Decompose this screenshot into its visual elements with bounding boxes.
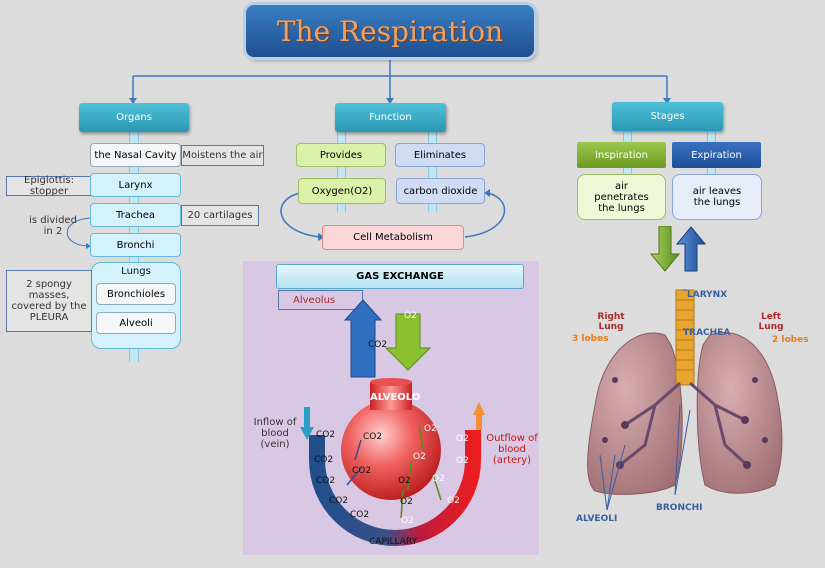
- gas-exchange-header: GAS EXCHANGE: [276, 264, 524, 289]
- bronchioles-box: Bronchioles: [96, 283, 176, 305]
- right-lung-label: Right Lung: [597, 312, 625, 332]
- o2-label: O2: [398, 476, 411, 486]
- function-header: Function: [335, 103, 446, 132]
- right-lobes-label: 3 lobes: [572, 334, 609, 344]
- cartilages-note: 20 cartilages: [181, 205, 259, 226]
- inspiration-text: air penetrates the lungs: [577, 174, 666, 220]
- inspiration-header: Inspiration: [577, 142, 666, 168]
- lungs-container: [91, 262, 181, 349]
- o2-label: O2: [447, 496, 460, 506]
- inflow-label: Inflow of blood (vein): [253, 416, 297, 450]
- trachea-lung-label: TRACHEA: [683, 328, 731, 338]
- bronchi-lung-label: BRONCHI: [656, 503, 703, 513]
- provides-box: Provides: [296, 143, 386, 167]
- inspiration-arrow-icon: [650, 226, 680, 272]
- alveoli-box: Alveoli: [96, 312, 176, 334]
- larynx-lung-label: LARYNX: [687, 290, 728, 300]
- function-pipe-right: [428, 132, 437, 212]
- epiglottis-note: Epiglottis: stopper: [6, 175, 92, 197]
- o2-label: O2: [401, 516, 414, 526]
- o2-label: O2: [432, 474, 445, 484]
- o2-label: O2: [456, 434, 469, 444]
- co2-arrow-label: CO2: [368, 340, 388, 350]
- trachea-box: Trachea: [90, 203, 181, 227]
- function-pipe-left: [337, 132, 346, 212]
- left-lobes-label: 2 lobes: [772, 335, 809, 345]
- expiration-header: Expiration: [672, 142, 761, 168]
- co2-label: CO2: [329, 496, 349, 506]
- o2-label: O2: [400, 497, 413, 507]
- expiration-text: air leaves the lungs: [672, 174, 762, 220]
- left-lung-label: Left Lung: [758, 312, 784, 332]
- co2-label: CO2: [363, 432, 383, 442]
- lungs-illustration: [587, 289, 783, 511]
- o2-label: O2: [413, 452, 426, 462]
- organs-header: Organs: [79, 103, 189, 132]
- oxygen-box: Oxygen(O2): [298, 178, 386, 204]
- nasal-cavity-box: the Nasal Cavity: [90, 143, 181, 167]
- carbon-dioxide-box: carbon dioxide: [396, 178, 485, 204]
- gas-exchange-diagram: [300, 299, 485, 546]
- stages-header: Stages: [612, 102, 723, 131]
- o2-arrow-label: O2: [404, 311, 417, 321]
- alveolo-label: ALVEOLO: [370, 392, 421, 403]
- alveoli-lung-label: ALVEOLI: [576, 514, 618, 524]
- larynx-box: Larynx: [90, 173, 181, 197]
- co2-label: CO2: [352, 466, 372, 476]
- capillary-label: CAPILLARY: [369, 537, 418, 547]
- outflow-label: Outflow of blood (artery): [486, 432, 538, 466]
- page-title: The Respiration: [246, 5, 534, 57]
- co2-label: CO2: [350, 510, 370, 520]
- bronchi-box: Bronchi: [90, 233, 181, 257]
- lungs-label: Lungs: [121, 266, 151, 277]
- o2-label: O2: [456, 456, 469, 466]
- cell-metabolism-box: Cell Metabolism: [322, 225, 464, 250]
- divided-note: is divided in 2: [29, 215, 77, 237]
- co2-label: CO2: [314, 455, 334, 465]
- spongy-note: 2 spongy masses, covered by the PLEURA: [6, 270, 92, 332]
- moistens-note: Moistens the air: [181, 145, 264, 166]
- co2-label: CO2: [316, 476, 336, 486]
- co2-label: CO2: [316, 430, 336, 440]
- expiration-arrow-icon: [676, 226, 706, 272]
- eliminates-box: Eliminates: [395, 143, 485, 167]
- o2-label: O2: [424, 424, 437, 434]
